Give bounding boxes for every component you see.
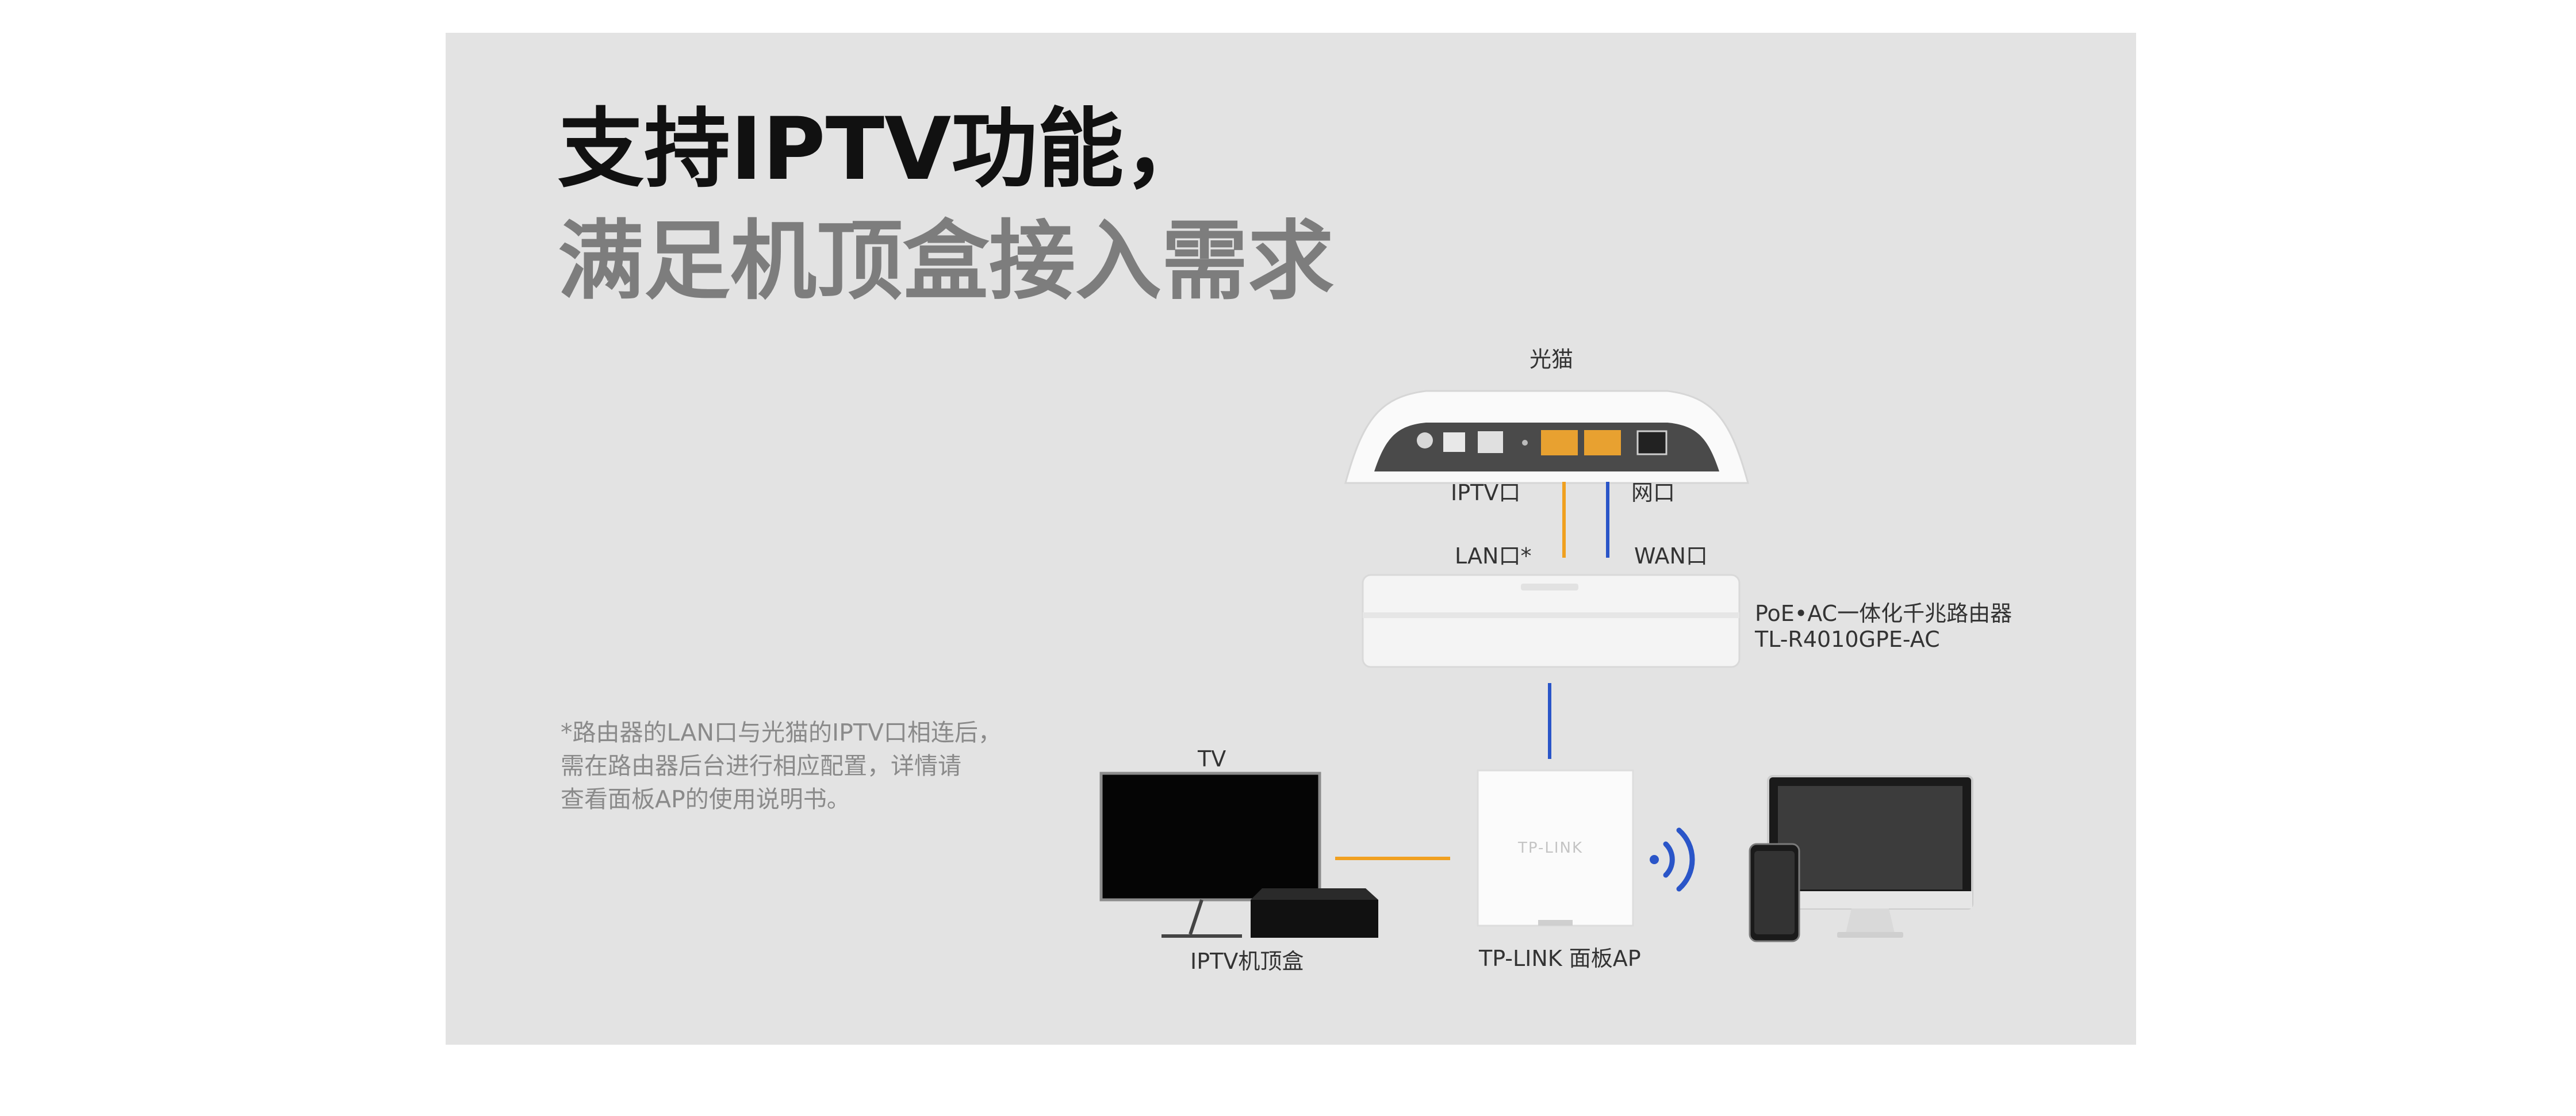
modem-port-iptv-label: IPTV口 xyxy=(1451,480,1521,505)
router-model: TL-R4010GPE-AC xyxy=(1755,627,1940,652)
stb-connection-line xyxy=(1335,857,1450,860)
tv-icon xyxy=(1099,772,1321,938)
modem-label: 光猫 xyxy=(1529,347,1574,372)
stb-label: IPTV机顶盒 xyxy=(1190,949,1304,974)
panel-ap-icon xyxy=(1477,769,1634,927)
optical-modem-icon xyxy=(1344,390,1749,484)
headline-line2: 满足机顶盒接入需求 xyxy=(558,212,1335,312)
headline-line1: 支持IPTV功能， xyxy=(558,99,1210,200)
router-port-wan-label: WAN口 xyxy=(1634,543,1708,569)
tv-label: TV xyxy=(1198,746,1226,772)
ap-logo: TP-LINK xyxy=(1518,839,1584,857)
set-top-box-icon xyxy=(1251,888,1378,938)
smartphone-icon xyxy=(1749,843,1800,942)
wifi-signal-icon xyxy=(1650,827,1695,892)
footnote-line3: 查看面板AP的使用说明书。 xyxy=(561,785,850,813)
router-name: PoE•AC一体化千兆路由器 xyxy=(1755,601,2012,626)
router-icon xyxy=(1362,574,1741,668)
computer-monitor-icon xyxy=(1767,775,1973,938)
wan-connection-line xyxy=(1606,482,1609,558)
footnote: *路由器的LAN口与光猫的IPTV口相连后， 需在路由器后台进行相应配置，详情请… xyxy=(561,716,1002,816)
ap-label: TP-LINK 面板AP xyxy=(1479,946,1641,971)
router-port-lan-label: LAN口* xyxy=(1455,543,1532,569)
iptv-connection-line xyxy=(1562,482,1566,558)
footnote-line1: *路由器的LAN口与光猫的IPTV口相连后， xyxy=(561,719,1002,746)
footnote-line2: 需在路由器后台进行相应配置，详情请 xyxy=(561,752,961,780)
ap-uplink-line xyxy=(1548,683,1551,759)
modem-port-net-label: 网口 xyxy=(1631,480,1676,505)
